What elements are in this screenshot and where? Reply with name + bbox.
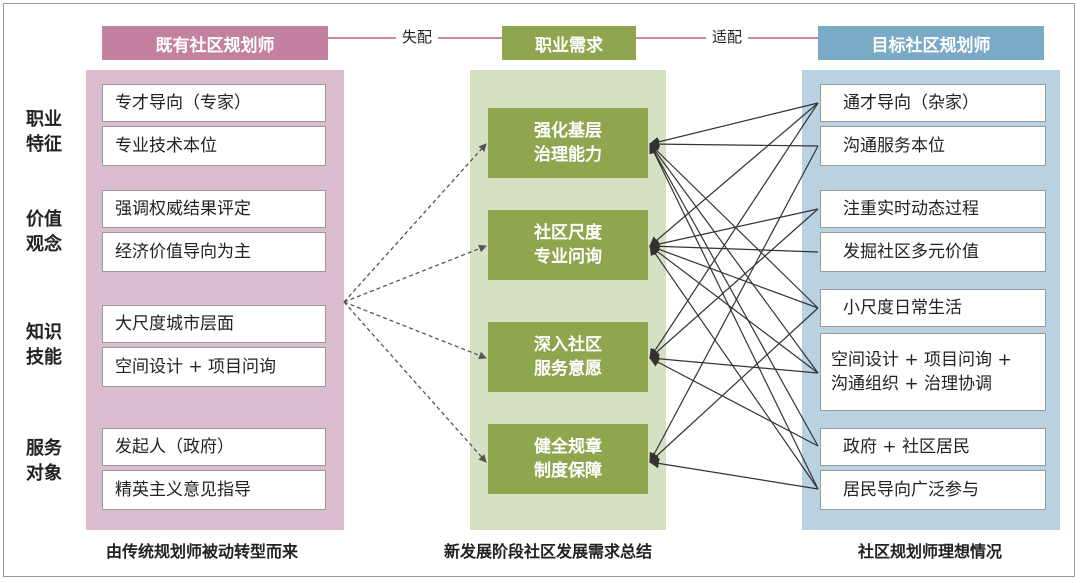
solid-arrow-18 (649, 245, 819, 490)
demand-box-consulting: 社区尺度 专业问询 (488, 210, 648, 280)
solid-arrow-11 (649, 307, 819, 463)
demand-line: 专业问询 (534, 247, 602, 267)
demand-line: 制度保障 (534, 461, 602, 481)
right-item: 注重实时动态过程 (820, 190, 1046, 228)
right-item-line: 空间设计 + 项目问询 + (831, 350, 1012, 370)
existing-planner-header: 既有社区规划师 (102, 26, 328, 60)
category-line: 特征 (26, 134, 62, 155)
left-footer-caption: 由传统规划师被动转型而来 (106, 542, 299, 561)
dashed-arrow-1 (343, 143, 487, 303)
solid-arrow-15 (649, 143, 819, 447)
solid-arrow-9 (649, 143, 819, 309)
demand-box-service: 深入社区 服务意愿 (488, 322, 648, 392)
solid-arrow-19 (649, 458, 819, 490)
dashed-arrow-2 (343, 244, 487, 303)
dashed-arrow-3 (343, 301, 487, 360)
demand-line: 服务意愿 (534, 359, 602, 379)
solid-arrow-1 (649, 102, 819, 147)
left-item: 强调权威结果评定 (102, 190, 326, 228)
category-line: 价值 (26, 209, 62, 230)
category-line: 观念 (26, 234, 62, 255)
category-knowledge-skill: 知识 技能 (26, 320, 74, 370)
demand-line: 治理能力 (534, 145, 602, 165)
demand-box-governance: 强化基层 治理能力 (488, 108, 648, 178)
category-value-concept: 价值 观念 (26, 207, 74, 257)
career-demand-header: 职业需求 (502, 26, 636, 60)
right-item: 居民导向广泛参与 (820, 470, 1046, 510)
solid-arrow-10 (649, 244, 819, 309)
category-line: 对象 (26, 463, 62, 484)
solid-arrow-3 (649, 102, 819, 359)
demand-line: 健全规章 (534, 437, 602, 457)
diagram-frame (3, 3, 1075, 577)
right-item-line: 沟通组织 + 治理协调 (831, 374, 993, 394)
left-item: 精英主义意见指导 (102, 470, 326, 510)
left-item: 经济价值导向为主 (102, 232, 326, 272)
category-career-feature: 职业 特征 (26, 107, 74, 157)
right-footer-caption: 社区规划师理想情况 (858, 542, 1003, 561)
category-service-object: 服务 对象 (26, 436, 74, 486)
middle-footer-caption: 新发展阶段社区发展需求总结 (444, 542, 653, 561)
category-line: 知识 (26, 322, 62, 343)
right-item: 小尺度日常生活 (820, 289, 1046, 327)
right-item: 政府 + 社区居民 (820, 428, 1046, 466)
solid-arrow-14 (649, 353, 819, 374)
demand-line: 强化基层 (534, 121, 602, 141)
solid-arrow-4 (649, 139, 819, 150)
left-item: 专业技术本位 (102, 126, 326, 166)
right-item-multiline: 空间设计 + 项目问询 + 沟通组织 + 治理协调 (820, 333, 1046, 411)
left-item: 专才导向（专家） (102, 84, 326, 122)
demand-box-regulation: 健全规章 制度保障 (488, 424, 648, 494)
right-item: 通才导向（杂家） (820, 84, 1046, 122)
right-item: 发掘社区多元价值 (820, 232, 1046, 272)
solid-arrow-6 (649, 208, 819, 249)
left-item: 大尺度城市层面 (102, 305, 326, 343)
category-line: 职业 (26, 109, 62, 130)
solid-arrow-5 (649, 145, 819, 463)
solid-arrow-2 (649, 102, 819, 247)
solid-arrow-13 (649, 245, 819, 374)
target-planner-header: 目标社区规划师 (818, 26, 1044, 60)
solid-arrow-8 (649, 241, 819, 253)
demand-line: 社区尺度 (534, 223, 602, 243)
match-label: 适配 (706, 26, 749, 46)
solid-arrow-12 (649, 143, 819, 374)
solid-arrow-7 (649, 208, 819, 359)
left-item: 发起人（政府） (102, 428, 326, 466)
dashed-arrow-4 (343, 301, 487, 463)
left-item: 空间设计 + 项目问询 (102, 347, 326, 387)
category-line: 技能 (26, 347, 62, 368)
demand-line: 深入社区 (534, 335, 602, 355)
solid-arrow-17 (649, 143, 819, 490)
mismatch-label: 失配 (396, 26, 439, 46)
category-line: 服务 (26, 438, 62, 459)
right-item: 沟通服务本位 (820, 126, 1046, 166)
